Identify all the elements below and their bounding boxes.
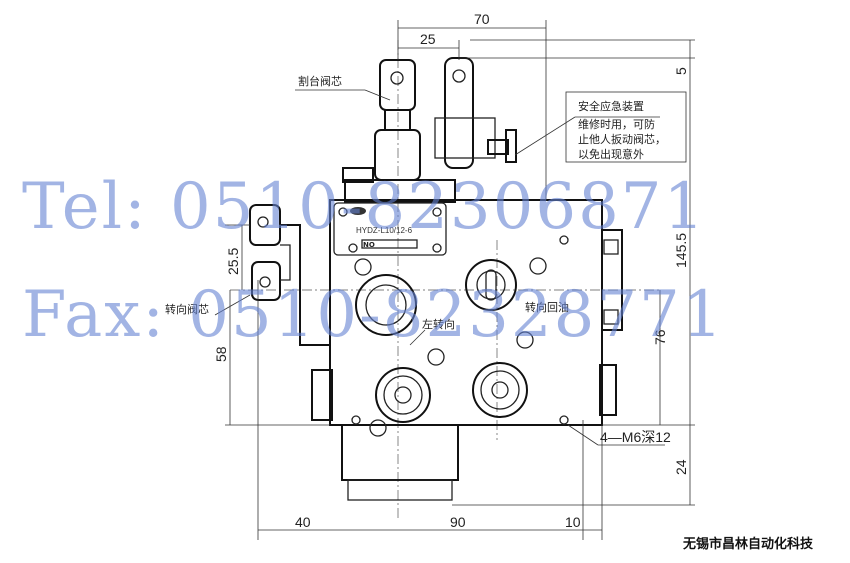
dim-70: 70 [474,11,490,27]
nameplate-no-label: NO [363,241,375,249]
watermark-tel: Tel: 0510-82306871 [22,170,707,244]
label-safety-line1: 维修时用，可防 [578,117,655,131]
dimension-lines [214,20,695,540]
knurled-knob [505,129,517,163]
label-safety-title: 安全应急装置 [578,99,644,113]
label-steering-return: 转向回油 [525,300,569,314]
watermark-fax: Fax: 0510-82328771 [22,278,725,352]
dim-90: 90 [450,514,466,530]
nameplate: HYDZ-L10/12-6 NO [333,202,447,256]
dim-24: 24 [673,459,689,475]
header-valve-handle [374,57,517,181]
dim-25: 25 [420,31,436,47]
dim-76: 76 [652,329,668,345]
dim-5: 5 [673,67,689,75]
valve-body [311,167,623,501]
label-safety-line2: 止他人扳动阀芯， [578,132,666,146]
nameplate-model: HYDZ-L10/12-6 [356,226,413,235]
label-header-valve-spool: 割台阀芯 [298,74,342,88]
dim-10: 10 [565,514,581,530]
ports [351,235,569,437]
dim-58: 58 [213,346,229,362]
dim-145-5: 145.5 [673,233,689,268]
label-left-turn: 左转向 [422,317,455,331]
dim-25-5: 25.5 [225,248,241,275]
label-mount-holes: 4—M6深12 [600,429,671,445]
label-steering-valve-spool: 转向阀芯 [165,302,209,316]
label-safety-line3: 以免出现意外 [578,147,644,161]
company-name: 无锡市昌林自动化科技 [683,537,814,552]
dim-40: 40 [295,514,311,530]
